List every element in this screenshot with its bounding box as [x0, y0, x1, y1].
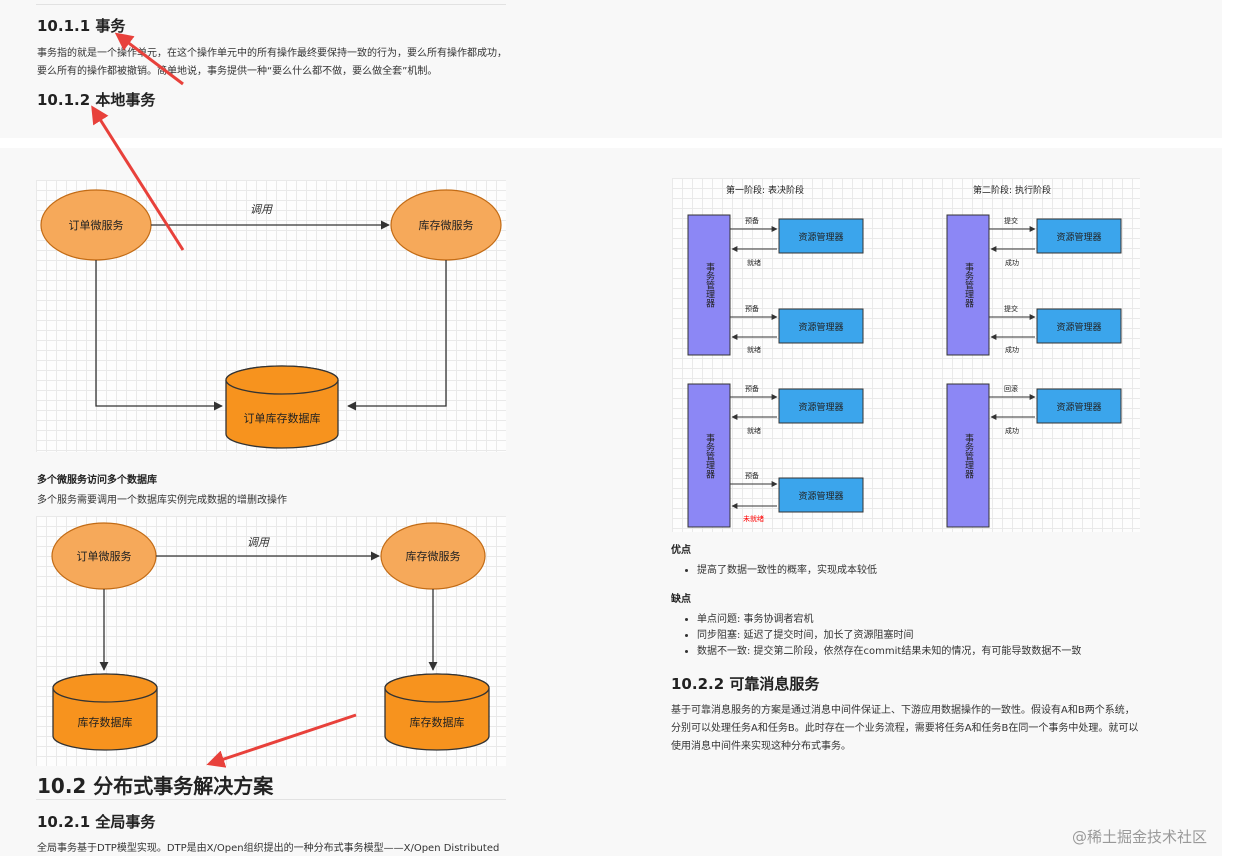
tm-box-phase2-bottom: [946, 383, 990, 528]
prepare-label: 预备: [745, 304, 759, 313]
diagram-single-database-svg: 订单微服务 库存微服务 调用 订单库存数据库: [40, 189, 502, 449]
order-stock-db-label: 订单库存数据库: [244, 411, 321, 425]
call-label-2: 调用: [247, 536, 270, 549]
transaction-paragraph: 事务指的就是一个操作单元，在这个操作单元中的所有操作最终要保持一致的行为，要么所…: [37, 48, 507, 77]
phase2-title: 第二阶段: 执行阶段: [973, 184, 1051, 196]
rm-label: 资源管理器: [1056, 231, 1101, 243]
list-item: 数据不一致: 提交第二阶段，依然存在commit结果未知的情况，有可能导致数据不…: [697, 644, 1081, 660]
right-db-top: [384, 673, 490, 703]
diagram-multi-database: 订单微服务 库存微服务 调用 库存数据库 库存数据库: [36, 516, 506, 766]
stock-service-label-2: 库存微服务: [406, 549, 461, 563]
not-ready-label: 未就绪: [743, 514, 764, 523]
success-label: 成功: [1005, 258, 1019, 267]
rm-label: 资源管理器: [798, 231, 843, 243]
ready-label: 就绪: [747, 345, 761, 354]
tm-box-phase2-top: [946, 214, 990, 356]
tm-label: 事务管理器: [963, 261, 974, 307]
rm-box: [1036, 308, 1122, 344]
rm-box: [778, 308, 864, 344]
tm-label: 事务管理器: [704, 432, 715, 478]
rm-label: 资源管理器: [1056, 401, 1101, 413]
right-db-label: 库存数据库: [410, 715, 465, 729]
order-to-db-arrow: [95, 260, 223, 411]
pros-list: 提高了数据一致性的概率，实现成本较低: [673, 563, 877, 579]
phase1-title: 第一阶段: 表决阶段: [726, 184, 804, 196]
order-service-label-2: 订单微服务: [77, 549, 132, 563]
global-transaction-paragraph: 全局事务基于DTP模型实现。DTP是由X/Open组织提出的一种分布式事务模型—…: [37, 843, 500, 854]
rm-box: [1036, 218, 1122, 254]
diagram-multi-database-svg: 订单微服务 库存微服务 调用 库存数据库 库存数据库: [51, 522, 490, 751]
divider: [36, 4, 506, 5]
prepare-label: 预备: [745, 471, 759, 480]
tm-box-phase1-bottom: [687, 383, 731, 528]
commit-label: 提交: [1004, 304, 1018, 313]
order-stock-db-top: [225, 365, 339, 395]
heading-global-transaction: 10.2.1 全局事务: [37, 813, 156, 831]
multi-db-description: 多个服务需要调用一个数据库实例完成数据的增删改操作: [37, 495, 287, 506]
commit-label: 提交: [1004, 216, 1018, 225]
rm-label: 资源管理器: [798, 490, 843, 502]
diagram-single-database: 订单微服务 库存微服务 调用 订单库存数据库: [36, 180, 506, 452]
rm-box: [1036, 388, 1122, 424]
call-label: 调用: [250, 203, 273, 216]
list-item: 同步阻塞: 延迟了提交时间，加长了资源阻塞时间: [697, 628, 1081, 644]
watermark: @稀土掘金技术社区: [1072, 828, 1208, 846]
pros-title: 优点: [671, 545, 691, 556]
heading-transaction: 10.1.1 事务: [37, 17, 126, 35]
list-item: 提高了数据一致性的概率，实现成本较低: [697, 563, 877, 579]
success-label: 成功: [1005, 426, 1019, 435]
tm-label: 事务管理器: [963, 432, 974, 478]
ready-label: 就绪: [747, 426, 761, 435]
divider: [36, 799, 506, 800]
heading-reliable-message: 10.2.2 可靠消息服务: [671, 675, 820, 693]
prepare-label: 预备: [745, 384, 759, 393]
order-service-label: 订单微服务: [69, 218, 124, 232]
list-item: 单点问题: 事务协调者宕机: [697, 612, 1081, 628]
prepare-label: 预备: [745, 216, 759, 225]
rm-box: [778, 218, 864, 254]
rm-label: 资源管理器: [798, 321, 843, 333]
stock-service-label: 库存微服务: [419, 218, 474, 232]
cons-list: 单点问题: 事务协调者宕机 同步阻塞: 延迟了提交时间，加长了资源阻塞时间 数据…: [673, 612, 1081, 660]
rollback-label: 回滚: [1004, 384, 1018, 393]
tm-box-phase1-top: [687, 214, 731, 356]
left-db-top: [52, 673, 158, 703]
heading-distributed-solution: 10.2 分布式事务解决方案: [37, 774, 274, 798]
tm-label: 事务管理器: [704, 261, 715, 307]
reliable-message-paragraph: 基于可靠消息服务的方案是通过消息中间件保证上、下游应用数据操作的一致性。假设有A…: [671, 705, 1139, 752]
diagram-two-phase-commit: 第一阶段: 表决阶段 第二阶段: 执行阶段 事务管理器 资源管理器 预备 就绪 …: [672, 178, 1140, 532]
rm-box: [778, 388, 864, 424]
diagram-2pc-svg: 第一阶段: 表决阶段 第二阶段: 执行阶段 事务管理器 资源管理器 预备 就绪 …: [687, 184, 1122, 528]
rm-box: [778, 477, 864, 513]
multi-db-title: 多个微服务访问多个数据库: [37, 475, 157, 486]
heading-local-transaction: 10.1.2 本地事务: [37, 91, 156, 109]
ready-label: 就绪: [747, 258, 761, 267]
top-panel: [0, 0, 1222, 138]
rm-label: 资源管理器: [798, 401, 843, 413]
stock-to-db-arrow: [347, 260, 447, 411]
cons-title: 缺点: [671, 594, 691, 605]
success-label: 成功: [1005, 345, 1019, 354]
rm-label: 资源管理器: [1056, 321, 1101, 333]
left-db-label: 库存数据库: [78, 715, 133, 729]
